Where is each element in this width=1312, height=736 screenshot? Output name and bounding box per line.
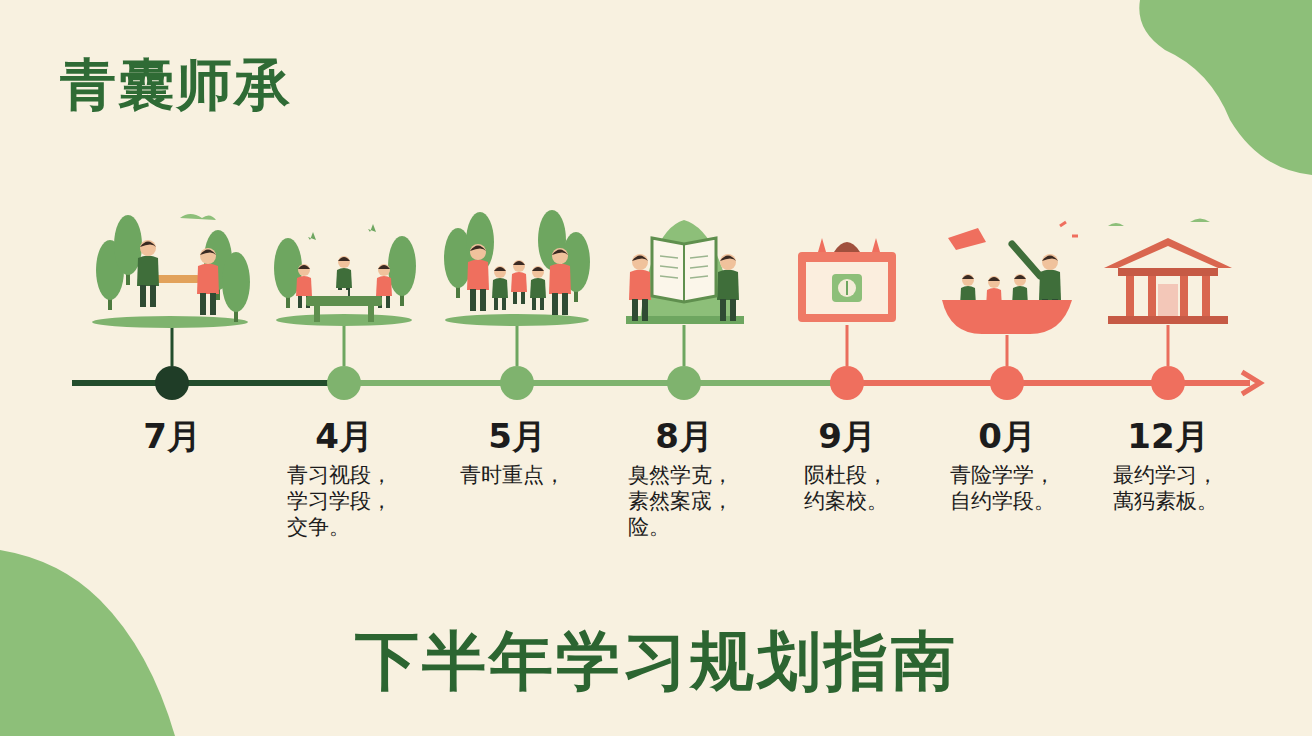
month-label: 0月 [937, 414, 1077, 460]
month-label: 4月 [274, 414, 414, 460]
corner-blob [0, 550, 175, 736]
scene-temple [1104, 219, 1232, 325]
month-label: 9月 [777, 414, 917, 460]
timeline [72, 325, 1260, 400]
scene-boat [942, 222, 1078, 334]
scene-study-table [274, 224, 416, 326]
milestone-note: 臭然学克， 素然案宬， 险。 [628, 462, 768, 540]
month-label: 5月 [447, 414, 587, 460]
milestone-note: 最约学习， 萬犸素板。 [1113, 462, 1253, 514]
month-label: 8月 [614, 414, 754, 460]
scene-group-activity [444, 210, 590, 326]
milestone-note: 青险学学， 自约学段。 [950, 462, 1090, 514]
page-heading: 下半年学习规划指南 [0, 618, 1312, 705]
scene-shrine [798, 238, 896, 322]
milestone-note: 陨杜段， 约案校。 [804, 462, 944, 514]
month-label: 7月 [102, 414, 242, 460]
scene-outdoor-teaching [92, 214, 250, 328]
scene-reading [626, 220, 744, 324]
month-label: 12月 [1098, 414, 1238, 460]
milestone-note: 青习视段， 学习学段， 交争。 [287, 462, 427, 540]
corner-blob [1139, 0, 1312, 175]
page-title: 青囊师承 [60, 48, 292, 124]
milestone-note: 青时重点， [460, 462, 600, 488]
